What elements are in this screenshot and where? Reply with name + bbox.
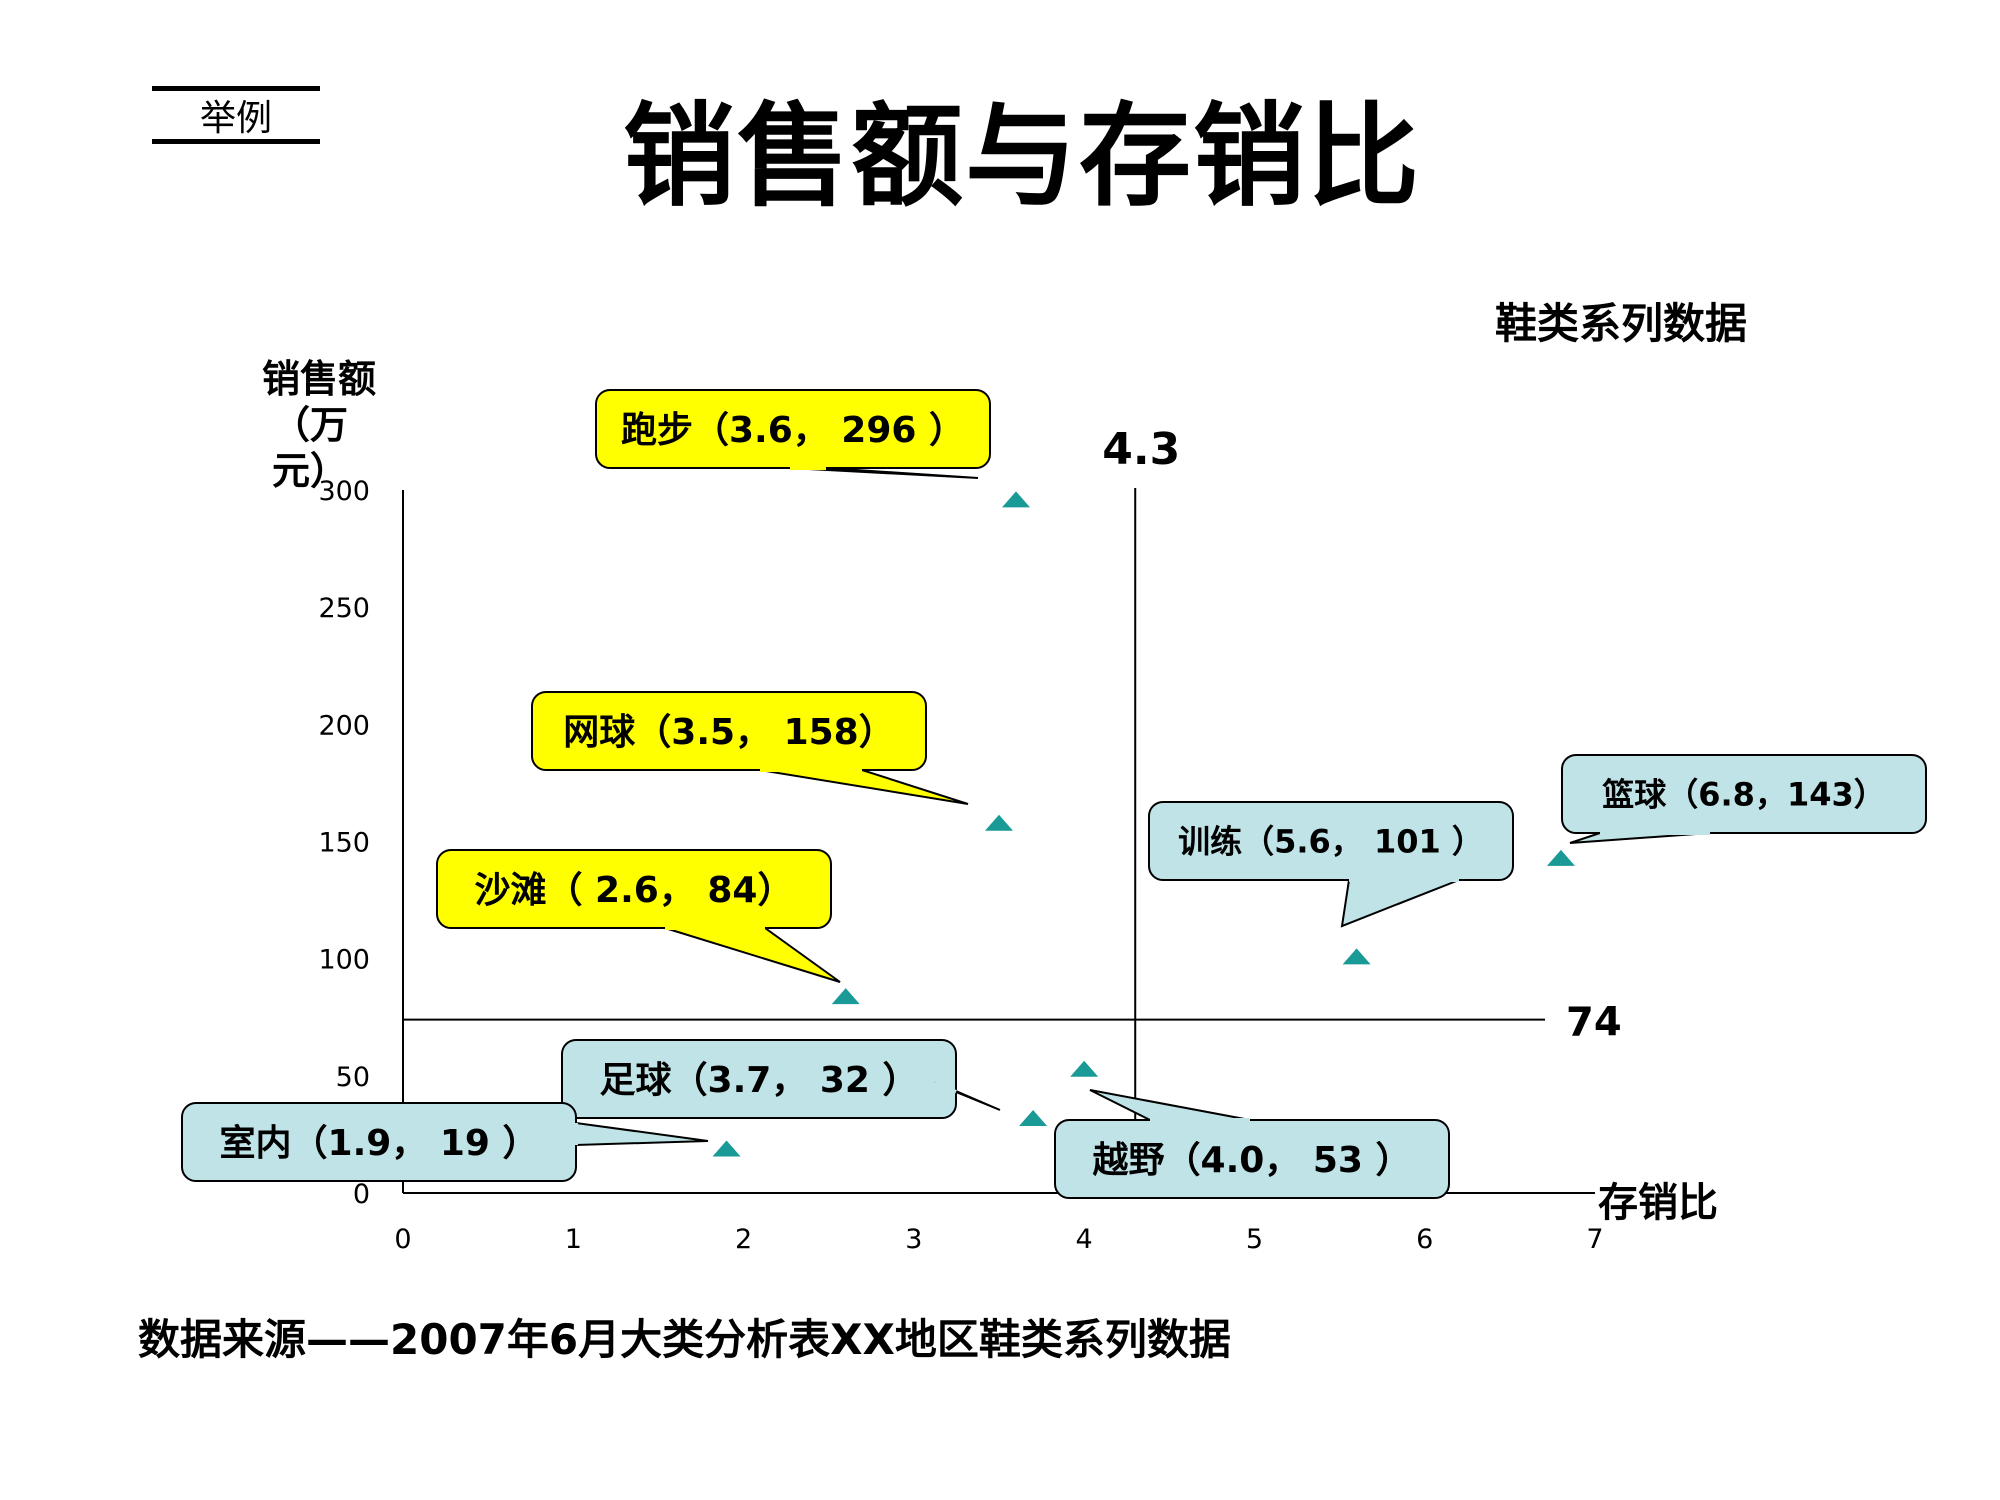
data-point-marker [1019,1110,1048,1127]
y-tick-label: 50 [336,1062,370,1093]
y-tick-label: 200 [318,710,370,741]
callout-box [531,691,927,771]
data-label: 足球（3.7， 32 ） [600,1060,919,1101]
data-source-note: 数据来源——2007年6月大类分析表XX地区鞋类系列数据 [138,1315,1231,1364]
data-point-marker [831,988,860,1005]
data-label: 越野（4.0， 53 ） [1093,1140,1412,1181]
callout-tail [759,769,969,805]
x-tick-label: 3 [905,1224,922,1255]
example-tag: 举例 [152,86,320,144]
y-axis-label-main: 销售额 [262,357,377,401]
data-label: 网球（3.5， 158） [563,712,894,753]
reference-line-vertical-label: 4.3 [1102,424,1180,475]
data-point-marker [712,1140,741,1157]
data-label: 训练（5.6， 101 ） [1178,823,1484,861]
data-label: 沙滩（ 2.6， 84） [475,870,794,911]
example-label: 举例 [199,98,272,139]
callout-tail [1340,879,1460,928]
callout-box [1561,754,1927,834]
x-tick-label: 5 [1246,1224,1263,1255]
y-axis-label-unit: （万元） [272,403,349,493]
x-tick-label: 1 [565,1224,582,1255]
callout-seam [934,1080,957,1094]
callout-tail [1089,1089,1251,1121]
data-point-marker [1002,491,1031,508]
data-point-marker [1546,849,1575,866]
callout-box [1054,1119,1450,1199]
x-tick-label: 4 [1076,1224,1093,1255]
callout-tail [575,1121,709,1147]
callout-box [561,1039,957,1119]
reference-line-horizontal-label: 74 [1566,1000,1622,1046]
callout-tail [664,927,841,983]
y-tick-label: 250 [318,593,370,624]
x-tick-label: 6 [1416,1224,1433,1255]
data-label: 跑步（3.6， 296 ） [621,410,965,451]
y-tick-label: 300 [318,476,370,507]
y-tick-label: 0 [353,1179,370,1210]
chart-subtitle: 鞋类系列数据 [1495,299,1748,348]
x-axis-label: 存销比 [1598,1180,1718,1226]
callout-box [1148,801,1514,881]
data-label: 室内（1.9， 19 ） [220,1123,539,1164]
y-tick-label: 100 [318,945,370,976]
y-axis-label: 销售额 （万元） [262,356,392,494]
x-tick-label: 7 [1586,1224,1603,1255]
callout-box [436,849,832,929]
data-point-marker [985,814,1013,831]
page-title: 销售额与存销比 [623,92,1421,222]
y-tick-label: 150 [318,828,370,859]
data-label: 篮球（6.8，143） [1602,776,1886,814]
data-point-marker [1342,948,1371,965]
data-point-marker [1070,1060,1099,1077]
x-tick-label: 0 [394,1224,411,1255]
x-tick-label: 2 [735,1224,752,1255]
